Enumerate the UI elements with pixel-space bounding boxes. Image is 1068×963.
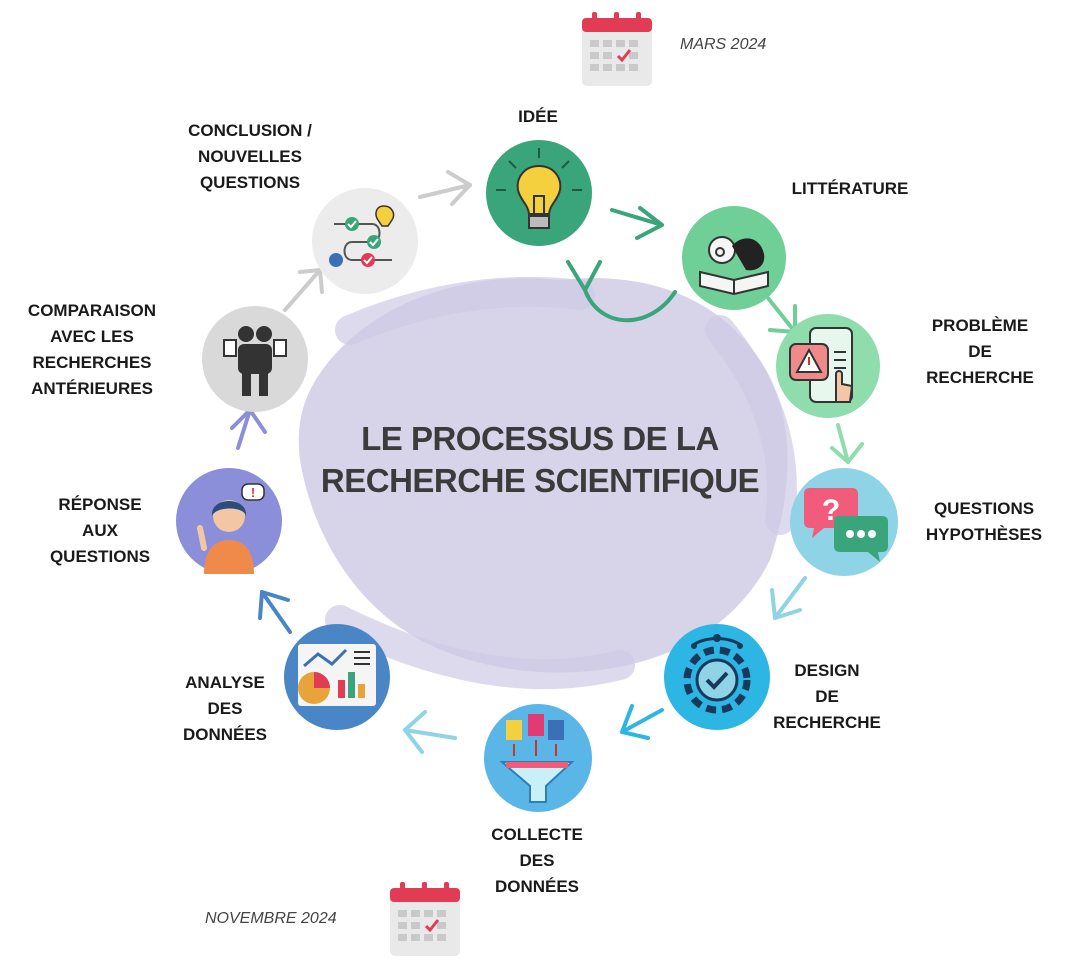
step-label-litterature: LITTÉRATURE [791, 179, 909, 198]
step-label-conclusion: CONCLUSION / NOUVELLES QUESTIONS [188, 121, 312, 192]
arrow-collecte-to-analyse [403, 710, 457, 754]
start-date: MARS 2024 [680, 36, 767, 53]
calendar-icon [582, 12, 652, 86]
phone-warning-icon [789, 327, 854, 403]
thinking-woman-icon: ! [197, 483, 265, 574]
analytics-chart-icon [298, 644, 376, 706]
step-label-design: DESIGN DE RECHERCHE [773, 661, 881, 732]
step-conclusion-circle [312, 188, 418, 294]
step-idee-circle [486, 140, 592, 246]
step-reponse-circle: ! [176, 468, 282, 574]
step-label-comparaison: COMPARAISON AVEC LES RECHERCHES ANTÉRIEU… [27, 301, 157, 398]
step-analyse-circle [284, 624, 390, 730]
diagram-title: LE PROCESSUS DE LA RECHERCHE SCIENTIFIQU… [320, 420, 760, 499]
funnel-documents-icon [499, 714, 575, 803]
arrow-idea-to-litterature [610, 206, 664, 240]
arrow-probleme-to-questions [830, 423, 864, 464]
arrow-analyse-to-reponse [258, 590, 292, 634]
step-comparaison-circle [202, 306, 308, 412]
gear-check-icon [683, 634, 751, 714]
end-date: NOVEMBRE 2024 [205, 910, 337, 927]
step-label-analyse: ANALYSE DES DONNÉES [182, 673, 268, 744]
step-label-collecte: COLLECTE DES DONNÉES [491, 825, 583, 896]
step-litterature-circle [682, 206, 786, 310]
svg-text:!: ! [251, 485, 255, 500]
lightbulb-icon [496, 148, 582, 229]
chat-question-icon: ? [804, 488, 888, 562]
step-questions-circle: ? [790, 468, 898, 576]
flowchart-idea-icon [329, 205, 395, 267]
reading-book-icon [699, 236, 769, 296]
loop-arrow-icon [566, 260, 677, 323]
step-collecte-circle [484, 704, 592, 812]
step-design-circle [664, 624, 770, 730]
calendar-icon [390, 882, 460, 956]
step-label-idee: IDÉE [518, 107, 558, 126]
step-label-questions: QUESTIONS HYPOTHÈSES [925, 499, 1043, 544]
step-label-probleme: PROBLÈME DE RECHERCHE [926, 316, 1034, 387]
comparing-people-icon [223, 326, 287, 396]
arrow-questions-to-design [770, 576, 807, 620]
step-label-reponse: RÉPONSE AUX QUESTIONS [49, 495, 151, 566]
arrow-design-to-collecte [620, 704, 664, 740]
arrow-conclusion-to-idea [418, 170, 472, 206]
step-probleme-circle [776, 314, 880, 418]
